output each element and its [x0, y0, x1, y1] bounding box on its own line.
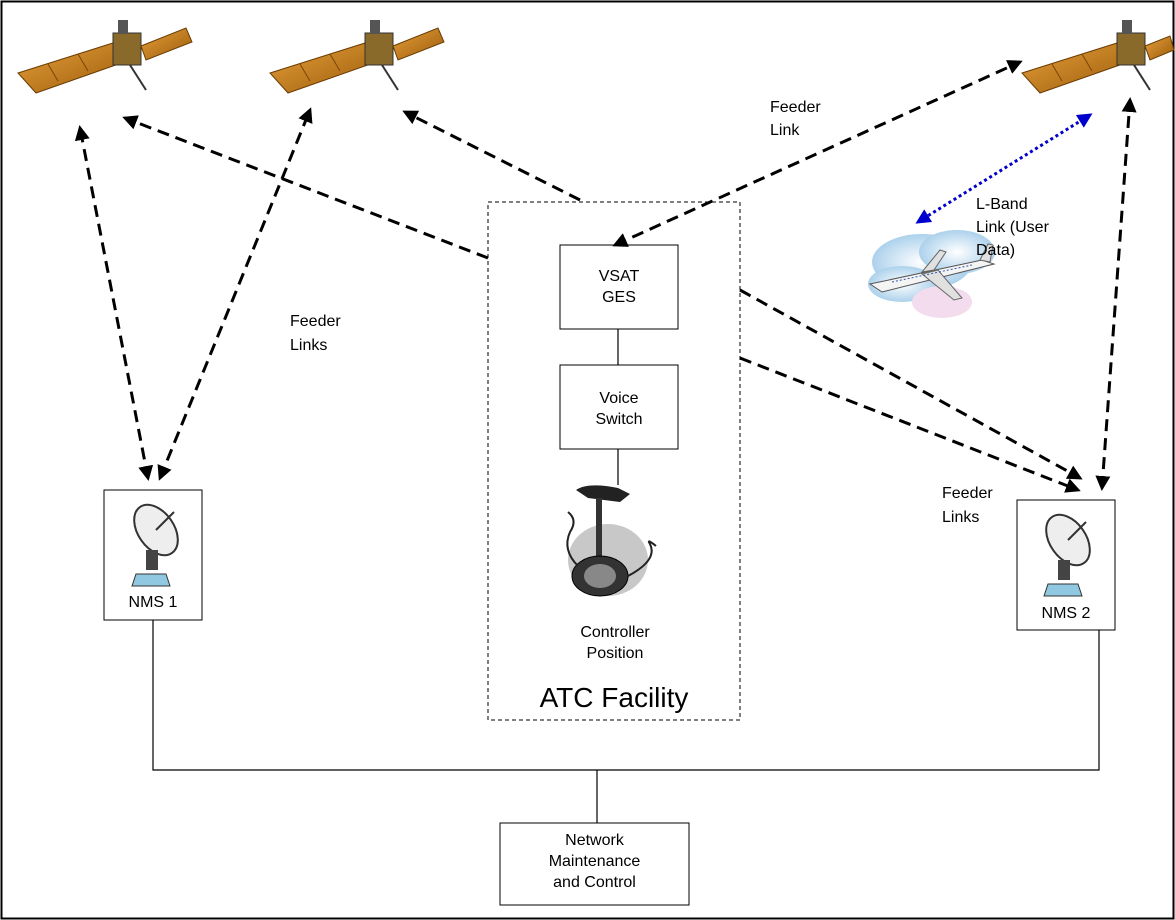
feeder-links-left-line-2: Links: [290, 337, 328, 354]
network-line-1: Network: [565, 832, 624, 849]
vsat-ges-line-1: VSAT: [598, 268, 640, 285]
feeder-link-top-line-1: Feeder: [770, 99, 821, 116]
vsat-ges-label: VSAT GES: [560, 266, 678, 308]
wired-connections: [152, 329, 1100, 823]
voice-switch-line-2: Switch: [595, 411, 643, 428]
controller-line-1: Controller: [580, 624, 650, 641]
feeder-links-right-label: Feeder Links: [942, 482, 993, 530]
satellite-icon: [269, 20, 445, 94]
voice-switch-box: [559, 364, 679, 450]
feeder-links-right-line-1: Feeder: [942, 485, 993, 502]
lband-link: [915, 113, 1093, 224]
network-maintenance-box: [499, 822, 690, 906]
feeder-link-top-line-2: Link: [770, 122, 800, 139]
network-line-3: and Control: [553, 874, 636, 891]
nms1-label: NMS 1: [128, 594, 178, 611]
satellite-icon: [17, 20, 193, 94]
nms2-label: NMS 2: [1041, 605, 1091, 622]
microphone-icon: [566, 485, 657, 597]
vsat-ges-box: [559, 244, 679, 330]
satellite-dish-icon: [131, 503, 179, 587]
lband-link-label: L-Band Link (User Data): [976, 193, 1049, 262]
aircraft-icon: [868, 230, 996, 318]
feeder-links-left-line-1: Feeder: [290, 313, 341, 330]
feeder-link-top-label: Feeder Link: [770, 96, 821, 142]
feeder-links-left-label: Feeder Links: [290, 310, 341, 358]
lband-line-1: L-Band: [976, 196, 1028, 213]
network-line-2: Maintenance: [548, 853, 641, 870]
satellite-dish-icon: [1043, 513, 1091, 597]
feeder-links: [74, 60, 1137, 493]
voice-switch-label: Voice Switch: [560, 388, 678, 430]
vsat-ges-line-2: GES: [602, 289, 636, 306]
atc-facility-title: ATC Facility: [539, 682, 689, 713]
satellite-icon: [1021, 20, 1175, 94]
feeder-links-right-line-2: Links: [942, 509, 980, 526]
controller-line-2: Position: [586, 645, 644, 662]
lband-line-2: Link (User: [976, 219, 1049, 236]
controller-position-label: Controller Position: [540, 622, 690, 664]
voice-switch-line-1: Voice: [599, 390, 639, 407]
network-maintenance-label: Network Maintenance and Control: [500, 830, 689, 893]
lband-line-3: Data): [976, 242, 1016, 259]
